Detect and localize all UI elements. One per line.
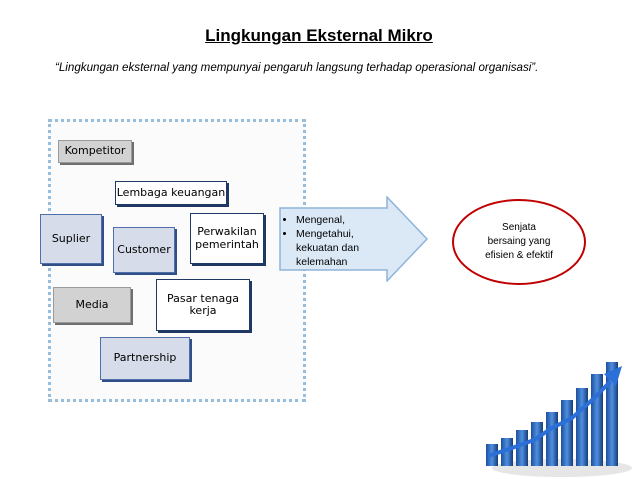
result-text: Senjata bersaing yang efisien & efektif — [485, 222, 553, 261]
box-kompetitor: Kompetitor — [58, 140, 132, 163]
arrow-bullet-list: Mengenal, Mengetahui, kekuatan dan kelem… — [285, 213, 385, 269]
bullet-item: Mengenal, — [296, 213, 385, 227]
slide-title: Lingkungan Eksternal Mikro — [205, 26, 433, 45]
box-perwakilan-pemerintah: Perwakilan pemerintah — [190, 213, 264, 264]
box-media: Media — [53, 287, 131, 323]
box-partnership: Partnership — [100, 337, 190, 380]
box-suplier: Suplier — [40, 214, 102, 264]
result-ellipse: Senjata bersaing yang efisien & efektif — [452, 199, 586, 285]
callout-arrow — [279, 196, 429, 282]
box-customer: Customer — [113, 227, 175, 273]
box-pasar-tenaga-kerja: Pasar tenaga kerja — [156, 279, 250, 331]
bar-chart-growth-arrow-icon — [486, 362, 632, 477]
definition-quote: “Lingkungan eksternal yang mempunyai pen… — [55, 61, 539, 74]
box-lembaga-keuangan: Lembaga keuangan — [115, 181, 227, 205]
bullet-item: Mengetahui, kekuatan dan kelemahan — [296, 227, 385, 269]
